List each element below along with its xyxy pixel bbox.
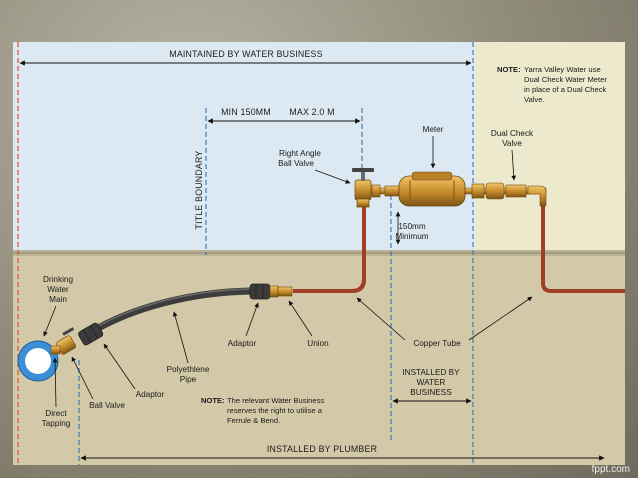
note2-heading: NOTE:: [201, 396, 225, 405]
adaptor-upper-label: Adaptor: [228, 339, 257, 348]
note1-line2: Dual Check Water Meter: [524, 75, 607, 84]
min150-label-line2: Minimum: [395, 232, 428, 241]
title-boundary-label: TITLE BOUNDARY: [194, 151, 204, 230]
min150-label-line1: 150mm: [398, 222, 425, 231]
installed-water-label-line3: BUSINESS: [410, 388, 452, 397]
dual-check-label-line1: Dual Check: [491, 129, 534, 138]
poly-pipe-label-line2: Pipe: [180, 375, 197, 384]
right-angle-label-line2: Ball Valve: [278, 159, 314, 168]
min-distance-label: MIN 150MM: [221, 107, 271, 117]
meter-label: Meter: [423, 125, 444, 134]
installed-plumber-label: INSTALLED BY PLUMBER: [267, 444, 377, 454]
direct-tapping: [50, 345, 61, 355]
direct-tapping-label-line2: Tapping: [42, 419, 71, 428]
copper-tube-right: [541, 205, 625, 293]
water-meter: [398, 171, 466, 207]
ball-valve-label: Ball Valve: [89, 401, 125, 410]
maintained-label: MAINTAINED BY WATER BUSINESS: [169, 49, 322, 59]
poly-pipe-label-line1: Polyethlene: [167, 365, 210, 374]
watermark-text: fppt.com: [591, 464, 630, 475]
polyethylene-pipe: [84, 287, 256, 338]
note2-line3: Ferrule & Bend.: [227, 416, 280, 425]
dual-check-label-line2: Valve: [502, 139, 522, 148]
max-distance-label: MAX 2.0 M: [289, 107, 334, 117]
note2-line1: The relevant Water Business: [227, 396, 324, 405]
note2-line2: reserves the right to utilise a: [227, 406, 323, 415]
adaptor-upper-fitting: [249, 283, 271, 300]
note-panel: [475, 42, 625, 253]
union-label: Union: [307, 339, 329, 348]
adaptor-lower-fitting: [78, 322, 104, 346]
right-angle-ball-valve: [352, 168, 374, 208]
drinking-water-main: [17, 340, 59, 382]
ball-valve-lower: [56, 327, 76, 355]
note1-line4: Valve.: [524, 95, 545, 104]
note1-heading: NOTE:: [497, 65, 521, 74]
drinking-main-label-line1: Drinking: [43, 275, 73, 284]
right-angle-label-line1: Right Angle: [279, 149, 321, 158]
note1-line1: Yarra Valley Water use: [524, 65, 601, 74]
drinking-main-label-line2: Water: [47, 285, 69, 294]
installed-water-label-line1: INSTALLED BY: [402, 368, 460, 377]
note1-line3: in place of a Dual Check: [524, 85, 607, 94]
copper-tube-label: Copper Tube: [413, 339, 461, 348]
installed-water-label-line2: WATER: [417, 378, 446, 387]
drinking-main-label-line3: Main: [49, 295, 67, 304]
ground-panel: [13, 253, 625, 465]
union-fitting: [269, 285, 293, 298]
adaptor-lower-label: Adaptor: [136, 390, 165, 399]
direct-tapping-label-line1: Direct: [45, 409, 67, 418]
dual-check-valve: [471, 182, 547, 207]
